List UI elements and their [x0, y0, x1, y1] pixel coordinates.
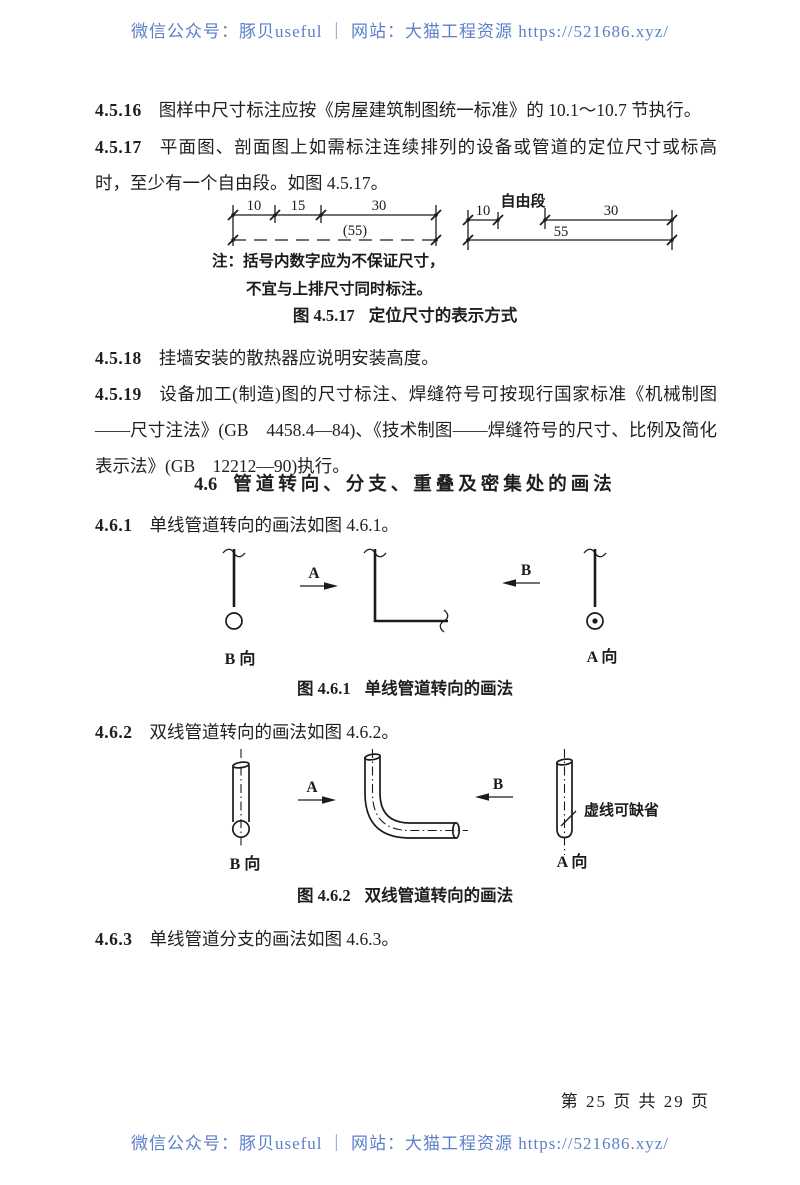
clause-463-text: 单线管道分支的画法如图 4.6.3。 — [149, 929, 399, 949]
fig462-arrow-a: A — [298, 779, 336, 804]
clause-4516-number: 4.5.16 — [95, 100, 142, 120]
dim-30-right: 30 — [604, 203, 619, 219]
figure-4517-caption: 图 4.5.17 定位尺寸的表示方式 — [95, 303, 715, 329]
fig461-arrow-a-label: A — [308, 565, 320, 582]
clause-4517-number: 4.5.17 — [95, 137, 142, 157]
clause-463-number: 4.6.3 — [95, 929, 133, 949]
clause-462: 4.6.2 双线管道转向的画法如图 4.6.2。 — [95, 714, 717, 750]
fig461-b-view-pipe: B 向 — [222, 548, 256, 668]
section-46-number: 4.6 — [194, 475, 218, 495]
fig462-b-view-label: B 向 — [230, 854, 261, 873]
footer-watermark: 微信公众号：豚贝useful ｜ 网站：大猫工程资源 https://52168… — [130, 1134, 670, 1153]
clause-4519-number: 4.5.19 — [95, 384, 142, 404]
figure-4517-caption-number: 图 4.5.17 — [292, 306, 355, 325]
clause-4518-number: 4.5.18 — [95, 348, 142, 368]
page-indicator: 第 25 页 共 29 页 — [560, 1092, 710, 1111]
figure-4517-drawing: 10 15 30 (55) 注：括号内数字应为不保证尺寸， 不宜与上排尺寸同时标… — [212, 192, 678, 298]
dim-15: 15 — [291, 198, 306, 214]
fig462-dashed-note: 虚线可缺省 — [584, 801, 659, 819]
fig462-a-view-label: A 向 — [557, 852, 588, 871]
clause-4516-text: 图样中尺寸标注应按《房屋建筑制图统一标准》的 10.1～10.7 节执行。 — [158, 100, 702, 120]
figure-462-caption: 图 4.6.2 双线管道转向的画法 — [95, 883, 715, 909]
clause-4517-text: 平面图、剖面图上如需标注连续排列的设备或管道的定位尺寸或标高时，至少有一个自由段… — [95, 137, 717, 193]
dim-55: 55 — [554, 224, 569, 240]
fig462-arrow-b-label: B — [493, 776, 503, 793]
figure-461-drawing: B 向 A B A 向 — [222, 548, 618, 668]
figure-462-drawing: B 向 A B 虚线可缺省 — [230, 749, 659, 873]
clause-463: 4.6.3 单线管道分支的画法如图 4.6.3。 — [95, 921, 717, 957]
fig461-a-view-pipe: A 向 — [583, 548, 618, 666]
fig462-elbow-tube — [364, 749, 468, 840]
clause-462-text: 双线管道转向的画法如图 4.6.2。 — [149, 722, 399, 742]
fig461-elbow-pipe — [363, 548, 449, 633]
fig461-arrow-b: B — [502, 562, 540, 587]
figure-462-caption-number: 图 4.6.2 — [296, 886, 351, 905]
fig462-b-view-tube: B 向 — [230, 749, 261, 873]
dim-30: 30 — [372, 198, 387, 214]
figure-4517-caption-title: 定位尺寸的表示方式 — [368, 306, 518, 325]
fig4517-right-ticks — [462, 214, 678, 226]
fig4517-left-diagram: 10 15 30 (55) 注：括号内数字应为不保证尺寸， 不宜与上排尺寸同时标… — [212, 198, 445, 298]
dim-55-paren: (55) — [343, 223, 367, 239]
free-segment-label: 自由段 — [500, 192, 545, 210]
fig461-arrow-a: A — [300, 565, 338, 590]
fig462-a-view-tube: 虚线可缺省 A 向 — [556, 749, 659, 871]
clause-4516: 4.5.16 图样中尺寸标注应按《房屋建筑制图统一标准》的 10.1～10.7 节… — [95, 92, 717, 128]
figure-461-caption-number: 图 4.6.1 — [296, 679, 351, 698]
fig4517-right-diagram: 自由段 10 30 55 — [462, 192, 678, 250]
header-watermark: 微信公众号：豚贝useful ｜ 网站：大猫工程资源 https://52168… — [130, 22, 670, 41]
dim-10-right: 10 — [476, 203, 491, 219]
clause-462-number: 4.6.2 — [95, 722, 133, 742]
fig461-a-view-label: A 向 — [587, 647, 618, 666]
figure-461-caption: 图 4.6.1 单线管道转向的画法 — [95, 676, 715, 702]
section-46-title: 管道转向、分支、重叠及密集处的画法 — [233, 475, 616, 495]
figure-461-caption-title: 单线管道转向的画法 — [364, 679, 514, 698]
clause-4519-text: 设备加工(制造)图的尺寸标注、焊缝符号可按现行国家标准《机械制图——尺寸注法》(… — [95, 384, 717, 476]
clause-461-number: 4.6.1 — [95, 515, 133, 535]
section-46-heading: 4.6 管道转向、分支、重叠及密集处的画法 — [95, 470, 715, 500]
figure-462-caption-title: 双线管道转向的画法 — [364, 886, 514, 905]
fig461-arrow-b-label: B — [521, 562, 531, 579]
clause-461: 4.6.1 单线管道转向的画法如图 4.6.1。 — [95, 507, 717, 543]
clause-4518-text: 挂墙安装的散热器应说明安装高度。 — [158, 348, 439, 368]
clause-461-text: 单线管道转向的画法如图 4.6.1。 — [149, 515, 399, 535]
fig462-arrow-b: B — [475, 776, 513, 801]
fig4517-note-line2: 不宜与上排尺寸同时标注。 — [246, 279, 432, 298]
dim-10: 10 — [247, 198, 262, 214]
fig461-b-view-label: B 向 — [225, 649, 256, 668]
fig462-arrow-a-label: A — [306, 779, 318, 796]
fig4517-left-ticks — [227, 209, 442, 221]
clause-4518: 4.5.18 挂墙安装的散热器应说明安装高度。 — [95, 340, 717, 376]
fig4517-note-line1: 注：括号内数字应为不保证尺寸， — [212, 251, 445, 270]
